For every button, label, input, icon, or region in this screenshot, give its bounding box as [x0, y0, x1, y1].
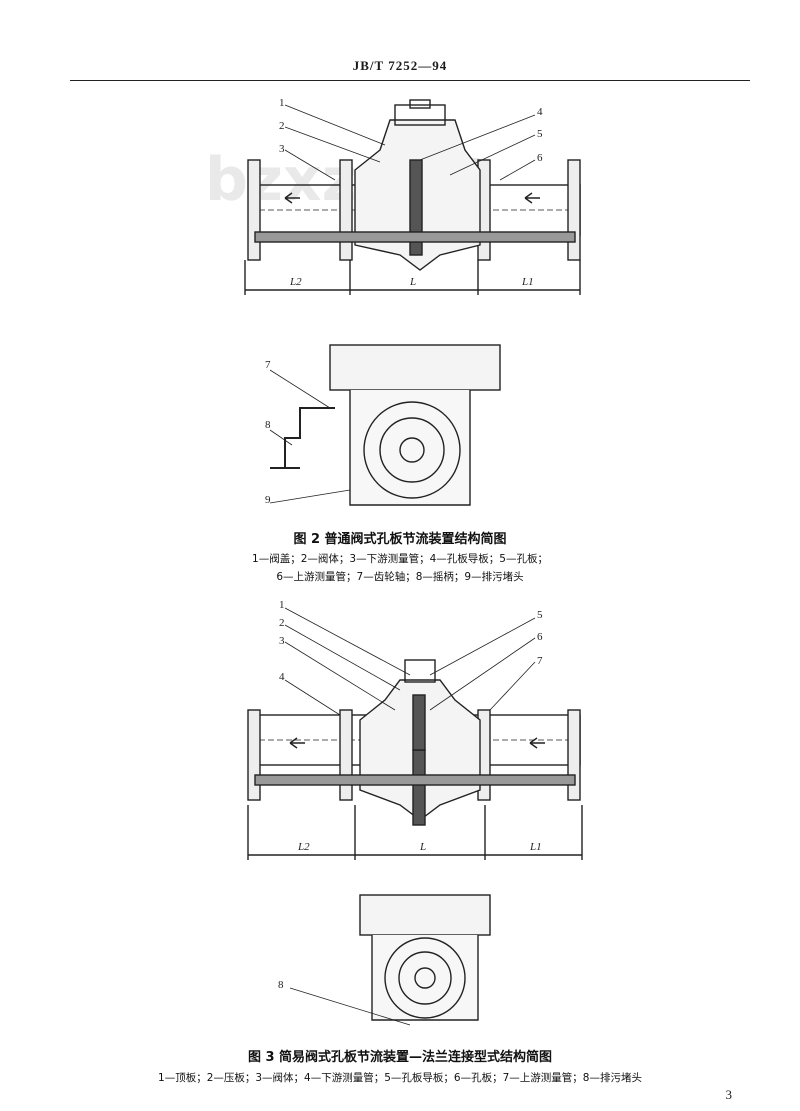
callout-label: 7	[265, 359, 271, 371]
figure2-caption: 图 2 普通阀式孔板节流装置结构简图 1—阀盖；2—阀体；3—下游测量管；4—孔…	[0, 528, 800, 584]
callout-label: 3	[279, 143, 285, 155]
callout-label: 6	[537, 152, 543, 164]
dim-label-left: L2	[297, 841, 310, 853]
dim-label-mid: L	[409, 276, 416, 288]
callout-label: 9	[265, 494, 271, 506]
callout-label: 1	[279, 600, 285, 611]
figure2-drawing: bzxz.net	[205, 97, 581, 506]
callout-label: 1	[279, 97, 285, 109]
callout-label: 4	[279, 671, 285, 683]
figure3-drawing: 1 2 3 4 5 6 7 L2 L L1 8	[247, 600, 583, 1026]
callout-label: 2	[279, 617, 285, 629]
figure2-title: 图 2 普通阀式孔板节流装置结构简图	[293, 532, 507, 547]
callout-label: 5	[537, 609, 543, 621]
figure2-legend-line2: 6—上游测量管；7—齿轮轴；8—摇柄；9—排污堵头	[276, 571, 524, 583]
standard-header: JB/T 7252—94	[352, 58, 448, 73]
figure2-legend-line1: 1—阀盖；2—阀体；3—下游测量管；4—孔板导板；5—孔板；	[252, 553, 548, 565]
dim-label-left: L2	[289, 276, 302, 288]
dim-label-right: L1	[529, 841, 542, 853]
callout-label: 7	[537, 655, 543, 667]
page-number: 3	[725, 1087, 733, 1102]
dim-label-right: L1	[521, 276, 534, 288]
callout-label: 4	[537, 106, 543, 118]
dim-label-mid: L	[419, 841, 426, 853]
figure3-title: 图 3 简易阀式孔板节流装置—法兰连接型式结构简图	[247, 1050, 553, 1065]
callout-label: 8	[278, 979, 284, 991]
figure3-legend: 1—顶板；2—压板；3—阀体；4—下游测量管；5—孔板导板；6—孔板；7—上游测…	[158, 1072, 642, 1084]
callout-label: 3	[279, 635, 285, 647]
figure3-caption: 图 3 简易阀式孔板节流装置—法兰连接型式结构简图 1—顶板；2—压板；3—阀体…	[0, 1046, 800, 1085]
header-rule	[70, 80, 750, 81]
callout-label: 5	[537, 128, 543, 140]
callout-label: 6	[537, 631, 543, 643]
callout-label: 2	[279, 120, 285, 132]
callout-label: 8	[265, 419, 271, 431]
